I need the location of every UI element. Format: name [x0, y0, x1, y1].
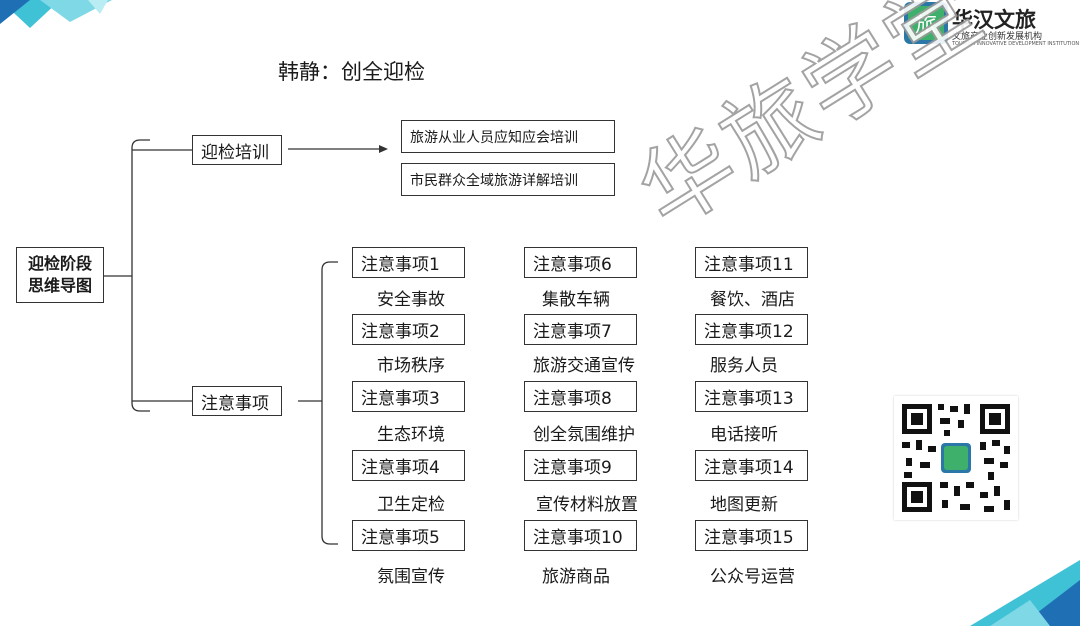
note-box: 注意事项7	[524, 314, 637, 345]
note-desc: 服务人员	[710, 351, 778, 376]
branch-training: 迎检培训	[192, 135, 282, 165]
note-desc: 电话接听	[710, 420, 778, 445]
root-node: 迎检阶段 思维导图	[16, 247, 104, 303]
note-box: 注意事项9	[524, 450, 637, 481]
training-item: 市民群众全域旅游详解培训	[401, 163, 615, 196]
root-line2: 思维导图	[28, 275, 92, 297]
branch-notes: 注意事项	[192, 386, 282, 416]
qr-code-icon	[894, 396, 1018, 520]
note-box: 注意事项4	[352, 450, 465, 481]
note-box: 注意事项14	[695, 450, 808, 481]
note-desc: 旅游交通宣传	[533, 351, 635, 376]
note-box: 注意事项6	[524, 247, 637, 278]
root-line1: 迎检阶段	[28, 253, 92, 275]
note-box: 注意事项5	[352, 520, 465, 551]
training-item: 旅游从业人员应知应会培训	[401, 120, 615, 153]
note-desc: 公众号运营	[710, 562, 795, 587]
note-desc: 集散车辆	[542, 285, 610, 310]
note-box: 注意事项11	[695, 247, 808, 278]
note-desc: 市场秩序	[377, 351, 445, 376]
note-box: 注意事项8	[524, 381, 637, 412]
note-desc: 安全事故	[377, 285, 445, 310]
note-desc: 餐饮、酒店	[710, 285, 795, 310]
qr-code	[894, 396, 1018, 520]
note-box: 注意事项12	[695, 314, 808, 345]
note-box: 注意事项15	[695, 520, 808, 551]
note-desc: 氛围宣传	[377, 562, 445, 587]
note-desc: 卫生定检	[377, 490, 445, 515]
note-desc: 生态环境	[377, 420, 445, 445]
note-box: 注意事项10	[524, 520, 637, 551]
note-box: 注意事项2	[352, 314, 465, 345]
note-desc: 地图更新	[710, 490, 778, 515]
note-box: 注意事项3	[352, 381, 465, 412]
note-desc: 旅游商品	[542, 562, 610, 587]
note-desc: 创全氛围维护	[533, 420, 635, 445]
note-desc: 宣传材料放置	[536, 490, 638, 515]
note-box: 注意事项13	[695, 381, 808, 412]
note-box: 注意事项1	[352, 247, 465, 278]
